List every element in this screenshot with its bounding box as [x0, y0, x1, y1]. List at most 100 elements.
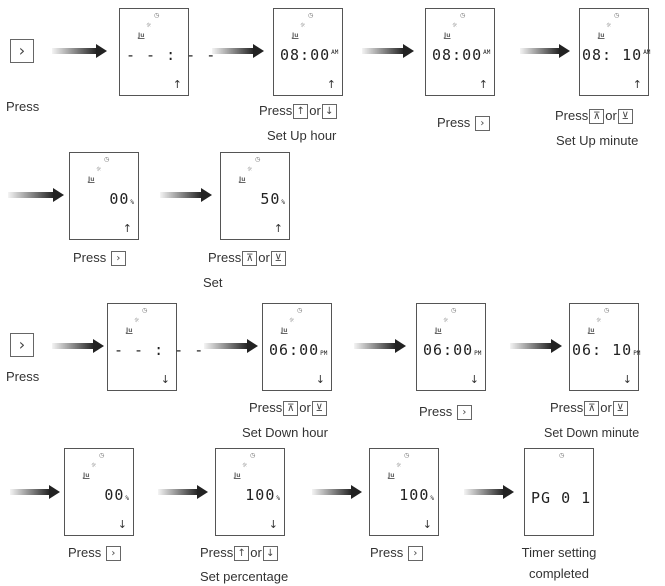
press-instruction: Press ›: [68, 545, 122, 562]
week-icon: Ju: [588, 327, 595, 334]
lcd-value: 08:00AM: [432, 46, 491, 64]
up-arrow-icon: ↑: [326, 78, 336, 91]
down-bar-key-icon: ⊻: [311, 401, 327, 417]
caption-set-down-minute: Set Down minute: [544, 426, 640, 440]
flow-arrow: [312, 485, 362, 499]
lcd-screen-percent-50: ◷ ☼ Ju 50% ↑: [220, 152, 290, 240]
down-arrow-icon: ↓: [422, 518, 432, 531]
flow-arrow: [158, 485, 208, 499]
down-key-icon: ↓: [321, 104, 337, 120]
lcd-screen-0610pm: ◷ ☼ Ju 06: 10PM ↓: [569, 303, 641, 391]
caption-set-up-hour: Set Up hour: [267, 128, 337, 143]
sun-icon: ☼: [134, 317, 140, 324]
lcd-screen-pg01: ◷ PG 0 1: [524, 448, 594, 536]
lcd-value: - - : - -: [114, 341, 205, 359]
press-instruction: Press ›: [419, 404, 473, 421]
up-arrow-icon: ↑: [172, 78, 182, 91]
week-icon: Ju: [88, 176, 95, 183]
up-arrow-icon: ↑: [122, 222, 132, 235]
up-arrow-icon: ↑: [273, 222, 283, 235]
up-arrow-icon: ↑: [632, 78, 642, 91]
sun-icon: ☼: [300, 22, 306, 29]
flow-arrow: [510, 339, 562, 353]
up-bar-key-icon: ⊼: [584, 401, 600, 417]
lcd-screen-percent-100: ◷ ☼ Ju 100% ↓: [369, 448, 439, 536]
press-instruction: Press↑or↓: [200, 545, 279, 562]
sun-icon: ☼: [452, 22, 458, 29]
lcd-screen-blank-up: ◷ ☼ Ju - - : - - ↑: [119, 8, 217, 96]
clock-icon: ◷: [451, 307, 457, 314]
down-arrow-icon: ↓: [117, 518, 127, 531]
flow-arrow: [520, 44, 570, 58]
press-instruction: Press ›: [370, 545, 424, 562]
right-key-icon: ›: [105, 546, 121, 562]
press-instruction: Press⊼or⊻: [555, 108, 634, 125]
lcd-screen-percent-100: ◷ ☼ Ju 100% ↓: [215, 448, 285, 536]
sun-icon: ☼: [247, 166, 253, 173]
sun-icon: ☼: [443, 317, 449, 324]
clock-icon: ◷: [255, 156, 261, 163]
up-arrow-icon: ↑: [478, 78, 488, 91]
lcd-value: 08: 10AM: [582, 46, 651, 64]
week-icon: Ju: [281, 327, 288, 334]
right-key-icon: ›: [10, 39, 34, 63]
sun-icon: ☼: [96, 166, 102, 173]
lcd-value: 00%: [104, 486, 129, 504]
lcd-screen-percent-00: ◷ ☼ Ju 00% ↑: [69, 152, 139, 240]
week-icon: Ju: [234, 472, 241, 479]
week-icon: Ju: [138, 32, 145, 39]
sun-icon: ☼: [146, 22, 152, 29]
flow-arrow: [52, 339, 104, 353]
lcd-value: 00%: [109, 190, 134, 208]
caption-set-down-hour: Set Down hour: [242, 425, 328, 440]
caption-set-up-minute: Set Up minute: [556, 133, 639, 148]
right-key-icon: ›: [10, 333, 34, 357]
flow-arrow: [160, 188, 212, 202]
lcd-value: - - : - -: [126, 46, 217, 64]
press-instruction: Press↑or↓: [259, 103, 338, 120]
clock-icon: ◷: [154, 12, 160, 19]
right-key-icon: ›: [474, 116, 490, 132]
down-bar-key-icon: ⊻: [612, 401, 628, 417]
flow-arrow: [362, 44, 414, 58]
sun-icon: ☼: [91, 462, 97, 469]
up-bar-key-icon: ⊼: [589, 109, 605, 125]
clock-icon: ◷: [250, 452, 256, 459]
press-instruction: Press⊼or⊻: [550, 400, 629, 417]
clock-icon: ◷: [604, 307, 610, 314]
lcd-value: 08:00AM: [280, 46, 339, 64]
lcd-value: 100%: [245, 486, 280, 504]
press-instruction: Press ›: [73, 250, 127, 267]
clock-icon: ◷: [308, 12, 314, 19]
lcd-screen-0800am: ◷ ☼ Ju 08:00AM ↑: [425, 8, 495, 96]
flow-arrow: [204, 339, 258, 353]
clock-icon: ◷: [104, 156, 110, 163]
caption-set: Set: [203, 275, 223, 290]
flow-arrow: [8, 188, 64, 202]
up-key-icon: ↑: [293, 104, 309, 120]
flow-arrow: [464, 485, 514, 499]
lcd-value: 06: 10PM: [572, 341, 641, 359]
clock-icon: ◷: [460, 12, 466, 19]
clock-icon: ◷: [559, 452, 565, 459]
down-bar-key-icon: ⊻: [617, 109, 633, 125]
week-icon: Ju: [292, 32, 299, 39]
clock-icon: ◷: [404, 452, 410, 459]
lcd-value: 50%: [260, 190, 285, 208]
lcd-value: PG 0 1: [531, 489, 592, 507]
week-icon: Ju: [598, 32, 605, 39]
right-key-icon: ›: [456, 405, 472, 421]
down-arrow-icon: ↓: [622, 373, 632, 386]
press-instruction: Press ›: [437, 115, 491, 132]
sun-icon: ☼: [396, 462, 402, 469]
up-key-icon: ↑: [234, 546, 250, 562]
week-icon: Ju: [83, 472, 90, 479]
press-label: Press: [6, 369, 40, 384]
clock-icon: ◷: [297, 307, 303, 314]
sun-icon: ☼: [242, 462, 248, 469]
lcd-screen-0600pm: ◷ ☼ Ju 06:00PM ↓: [416, 303, 486, 391]
down-arrow-icon: ↓: [469, 373, 479, 386]
press-instruction: Press⊼or⊻: [208, 250, 287, 267]
down-arrow-icon: ↓: [268, 518, 278, 531]
flow-arrow: [52, 44, 107, 58]
